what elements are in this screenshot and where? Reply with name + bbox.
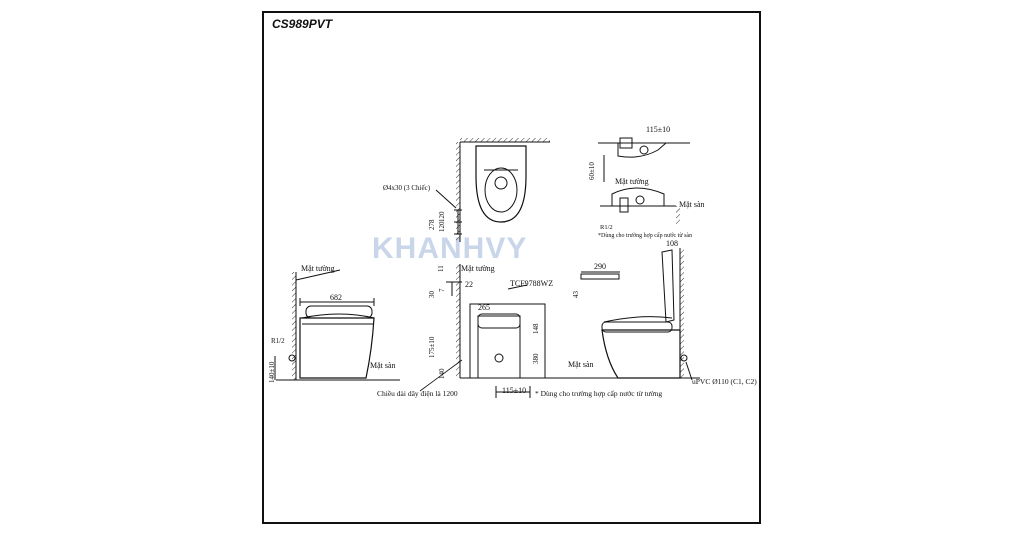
wall-label-center: Mặt tường: [461, 264, 495, 273]
dim-43: 43: [572, 291, 580, 299]
dim-140c: 140: [438, 368, 446, 379]
dim-30: 30: [428, 291, 436, 299]
dim-120b: 120: [438, 211, 446, 222]
dim-120a: 120: [438, 221, 446, 232]
dim-278: 278: [428, 219, 436, 230]
wall-supply-note: * Dùng cho trường hợp cấp nước từ tường: [535, 389, 662, 398]
wall-label-inset: Mặt tường: [615, 177, 649, 186]
floor-label-inset: Mặt sàn: [679, 200, 705, 209]
dim-682: 682: [330, 293, 342, 302]
dim-380: 380: [532, 353, 540, 364]
dim-175: 175±10: [428, 336, 436, 358]
floor-label-center: Mặt sàn: [568, 360, 594, 369]
seat-model-label: TCF9788WZ: [510, 279, 553, 288]
dim-7: 7: [438, 288, 446, 292]
drawing-frame: [262, 11, 761, 524]
cable-note: Chiều dài dây điện là 1200: [377, 389, 458, 398]
dim-115-top: 115±10: [646, 125, 670, 134]
front-view: [446, 264, 560, 398]
dim-60: 60±10: [588, 162, 596, 180]
right-side-view: [560, 248, 700, 381]
r-label-left: R1/2: [271, 337, 285, 345]
top-plan-view: [435, 138, 550, 242]
wall-label-left: Mặt tường: [301, 264, 335, 273]
floor-supply-note: *Dùng cho trường hợp cấp nước từ sàn: [598, 232, 692, 239]
dim-11: 11: [437, 265, 445, 272]
dim-290: 290: [594, 262, 606, 271]
screws-label: Ø4x30 (3 Chiếc): [383, 184, 431, 192]
detail-insets: [580, 137, 690, 280]
dim-140-150: 140±10: [268, 361, 276, 383]
dim-108: 108: [666, 239, 678, 248]
model-code: CS989PVT: [272, 17, 333, 31]
pipe-label: uPVC Ø110 (C1, C2): [692, 377, 757, 386]
floor-label-left: Mặt sàn: [370, 361, 396, 370]
dim-148: 148: [532, 323, 540, 334]
left-side-view: [274, 269, 400, 381]
dim-115-bottom: 115±10: [502, 386, 526, 395]
dim-265: 265: [478, 303, 490, 312]
r-label-inset: R1/2: [600, 224, 613, 231]
dim-22: 22: [465, 280, 473, 289]
watermark: KHANHVY: [372, 232, 527, 265]
